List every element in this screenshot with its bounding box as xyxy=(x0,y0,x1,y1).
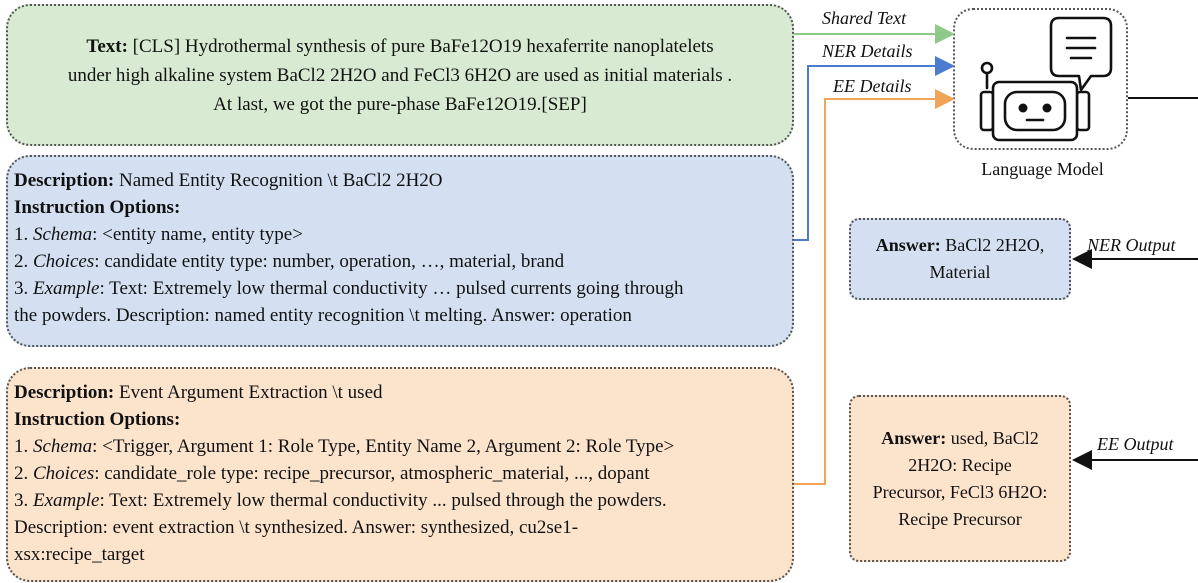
ner-example-continued: the powders. Description: named entity r… xyxy=(14,305,632,326)
ner-prompt-box: Description: Named Entity Recognition \t… xyxy=(6,155,794,347)
ner-schema-label: Schema xyxy=(33,224,93,245)
ner-details-label: NER Details xyxy=(822,41,913,61)
input-text-box: Text: [CLS] Hydrothermal synthesis of pu… xyxy=(6,4,794,146)
ee-schema: : <Trigger, Argument 1: Role Type, Entit… xyxy=(92,436,675,457)
ee-prompt-box: Description: Event Argument Extraction \… xyxy=(6,367,794,582)
ee-answer-label: Answer: xyxy=(881,427,947,448)
ner-answer-line-2: Material xyxy=(929,262,991,282)
ee-answer-line-2: 2H2O: Recipe xyxy=(908,454,1012,475)
ee-example-continued-1: Description: event extraction \t synthes… xyxy=(14,517,579,538)
ee-answer-line-4: Recipe Precursor xyxy=(898,508,1022,529)
ner-choices-prefix: 2. xyxy=(14,251,29,272)
input-text-content: Text: [CLS] Hydrothermal synthesis of pu… xyxy=(68,32,732,119)
ner-example-label: Example xyxy=(33,278,100,299)
ee-schema-prefix: 1. xyxy=(14,436,29,457)
input-text-line-2: under high alkaline system BaCl2 2H2O an… xyxy=(67,64,733,86)
language-model-label: Language Model xyxy=(981,159,1104,179)
ner-choices: : candidate entity type: number, operati… xyxy=(94,251,565,272)
ner-schema: : <entity name, entity type> xyxy=(92,224,303,245)
ee-example-label: Example xyxy=(33,490,100,511)
ner-example: : Text: Extremely low thermal conductivi… xyxy=(99,278,684,299)
ner-options-label: Instruction Options: xyxy=(14,197,181,218)
robot-chat-icon xyxy=(979,16,1113,142)
input-text-line-3: At last, we got the pure-phase BaFe12O19… xyxy=(213,93,587,115)
ee-details-label: EE Details xyxy=(833,76,912,96)
ee-options-label: Instruction Options: xyxy=(14,409,181,430)
ner-description: Named Entity Recognition \t BaCl2 2H2O xyxy=(119,170,443,191)
ee-answer-line-1: used, BaCl2 xyxy=(950,427,1039,448)
ee-schema-label: Schema xyxy=(33,436,93,457)
language-model-box xyxy=(953,8,1128,150)
ner-example-prefix: 3. xyxy=(14,278,29,299)
ee-example: : Text: Extremely low thermal conductivi… xyxy=(99,490,667,511)
input-text-line-1: [CLS] Hydrothermal synthesis of pure BaF… xyxy=(132,35,714,57)
ee-choices-label: Choices xyxy=(33,463,95,484)
input-text-label: Text: xyxy=(86,35,128,57)
ner-details-arrow xyxy=(794,56,955,241)
ner-answer-box: Answer: BaCl2 2H2O, Material xyxy=(849,218,1071,300)
ee-example-prefix: 3. xyxy=(14,490,29,511)
shared-text-label: Shared Text xyxy=(822,8,907,28)
ee-choices-prefix: 2. xyxy=(14,463,29,484)
ee-description: Event Argument Extraction \t used xyxy=(119,382,383,403)
ner-output-label: NER Output xyxy=(1087,235,1176,255)
ee-description-label: Description: xyxy=(14,382,115,403)
ee-output-label: EE Output xyxy=(1097,434,1174,454)
ner-answer-line-1: BaCl2 2H2O, xyxy=(945,235,1045,255)
ee-details-arrow xyxy=(794,89,955,485)
ner-answer-label: Answer: xyxy=(875,235,941,255)
ee-choices: : candidate_role type: recipe_precursor,… xyxy=(94,463,650,484)
ee-example-continued-2: xsx:recipe_target xyxy=(14,544,145,565)
ner-choices-label: Choices xyxy=(33,251,95,272)
ner-description-label: Description: xyxy=(14,170,115,191)
ee-answer-line-3: Precursor, FeCl3 6H2O: xyxy=(872,481,1048,502)
ner-schema-prefix: 1. xyxy=(14,224,29,245)
ee-answer-box: Answer: used, BaCl2 2H2O: Recipe Precurs… xyxy=(849,395,1071,562)
